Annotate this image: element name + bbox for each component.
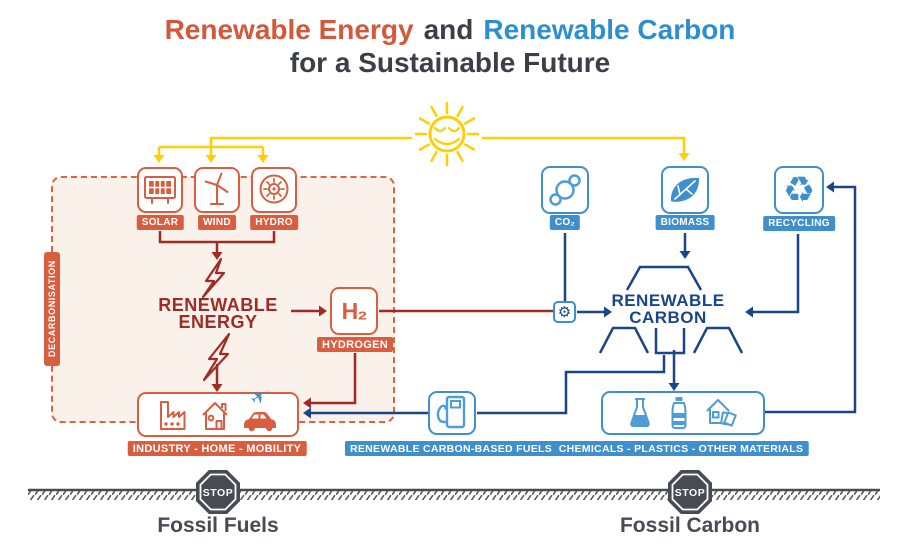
stop-text: STOP [203, 487, 233, 499]
industry-home-mobility-box [137, 392, 299, 437]
hydrogen-box: H₂ [330, 287, 378, 335]
title-renewable-energy: Renewable Energy [164, 14, 414, 45]
renewable-energy-line1: RENEWABLE [158, 295, 278, 315]
home-icon [202, 401, 228, 430]
recycling-box: ♻ [774, 166, 824, 214]
co2-box [541, 166, 589, 214]
biomass-box [661, 166, 709, 214]
renewable-energy-line2: ENERGY [178, 312, 258, 332]
wind-box [194, 167, 240, 213]
co2-label: CO₂ [549, 215, 581, 230]
co2-molecule-icon [549, 174, 581, 206]
solar-box [137, 167, 183, 213]
hydro-label: HYDRO [250, 215, 298, 230]
renewable-carbon-line2: CARBON [629, 308, 707, 327]
materials-label: CHEMICALS - PLASTICS - OTHER MATERIALS [553, 441, 809, 456]
fuels-label: RENEWABLE CARBON-BASED FUELS [344, 441, 558, 456]
fossil-fuels-label: Fossil Fuels [157, 514, 279, 537]
page-subtitle: for a Sustainable Future [289, 47, 611, 78]
car-icon [244, 411, 276, 431]
bottle-icon [671, 397, 687, 429]
hydro-box [251, 167, 297, 213]
stop-sign-fossil-carbon-icon: STOP [668, 470, 712, 514]
fuels-box [428, 391, 476, 435]
industry-home-mobility-label: INDUSTRY - HOME - MOBILITY [127, 441, 307, 456]
title-renewable-carbon: Renewable Carbon [483, 14, 736, 45]
house-materials-icon [706, 399, 737, 427]
recycling-arrows-icon: ♻ [782, 169, 816, 210]
factory-icon [160, 400, 186, 430]
decarbonisation-tab: DECARBONISATION [44, 252, 60, 366]
solar-panel-icon [144, 176, 176, 204]
hydrogen-label: HYDROGEN [317, 337, 393, 352]
sun-face [433, 126, 461, 146]
sun-icon [414, 101, 480, 167]
recycling-label: RECYCLING [763, 216, 835, 231]
renewable-energy-title: RENEWABLE ENERGY [158, 295, 278, 332]
ground-line [28, 488, 880, 500]
title-and: and [423, 14, 474, 45]
renewable-carbon-line1: RENEWABLE [611, 291, 725, 310]
wind-turbine-icon [204, 172, 229, 205]
sun-rays-connectors [157, 136, 686, 155]
h2-icon: H₂ [341, 297, 368, 324]
renewable-carbon-title: RENEWABLE CARBON [611, 292, 724, 326]
materials-box [601, 391, 765, 435]
leaf-icon [670, 177, 700, 202]
page-title: Renewable Energy and Renewable Carbon [0, 14, 900, 46]
wind-label: WIND [198, 215, 236, 230]
stop-sign-fossil-fuels-icon: STOP [196, 470, 240, 514]
fossil-carbon-label: Fossil Carbon [619, 514, 761, 537]
biomass-label: BIOMASS [655, 215, 715, 230]
stop-text: STOP [675, 487, 705, 499]
flask-icon [630, 398, 650, 427]
solar-label: SOLAR [136, 215, 184, 230]
conversion-gear-box: ⚙ [553, 301, 576, 323]
sun-arrowheads [153, 153, 690, 163]
hydro-turbine-icon [259, 174, 289, 204]
gear-icon: ⚙ [557, 303, 572, 321]
fuel-pump-icon [436, 395, 466, 429]
